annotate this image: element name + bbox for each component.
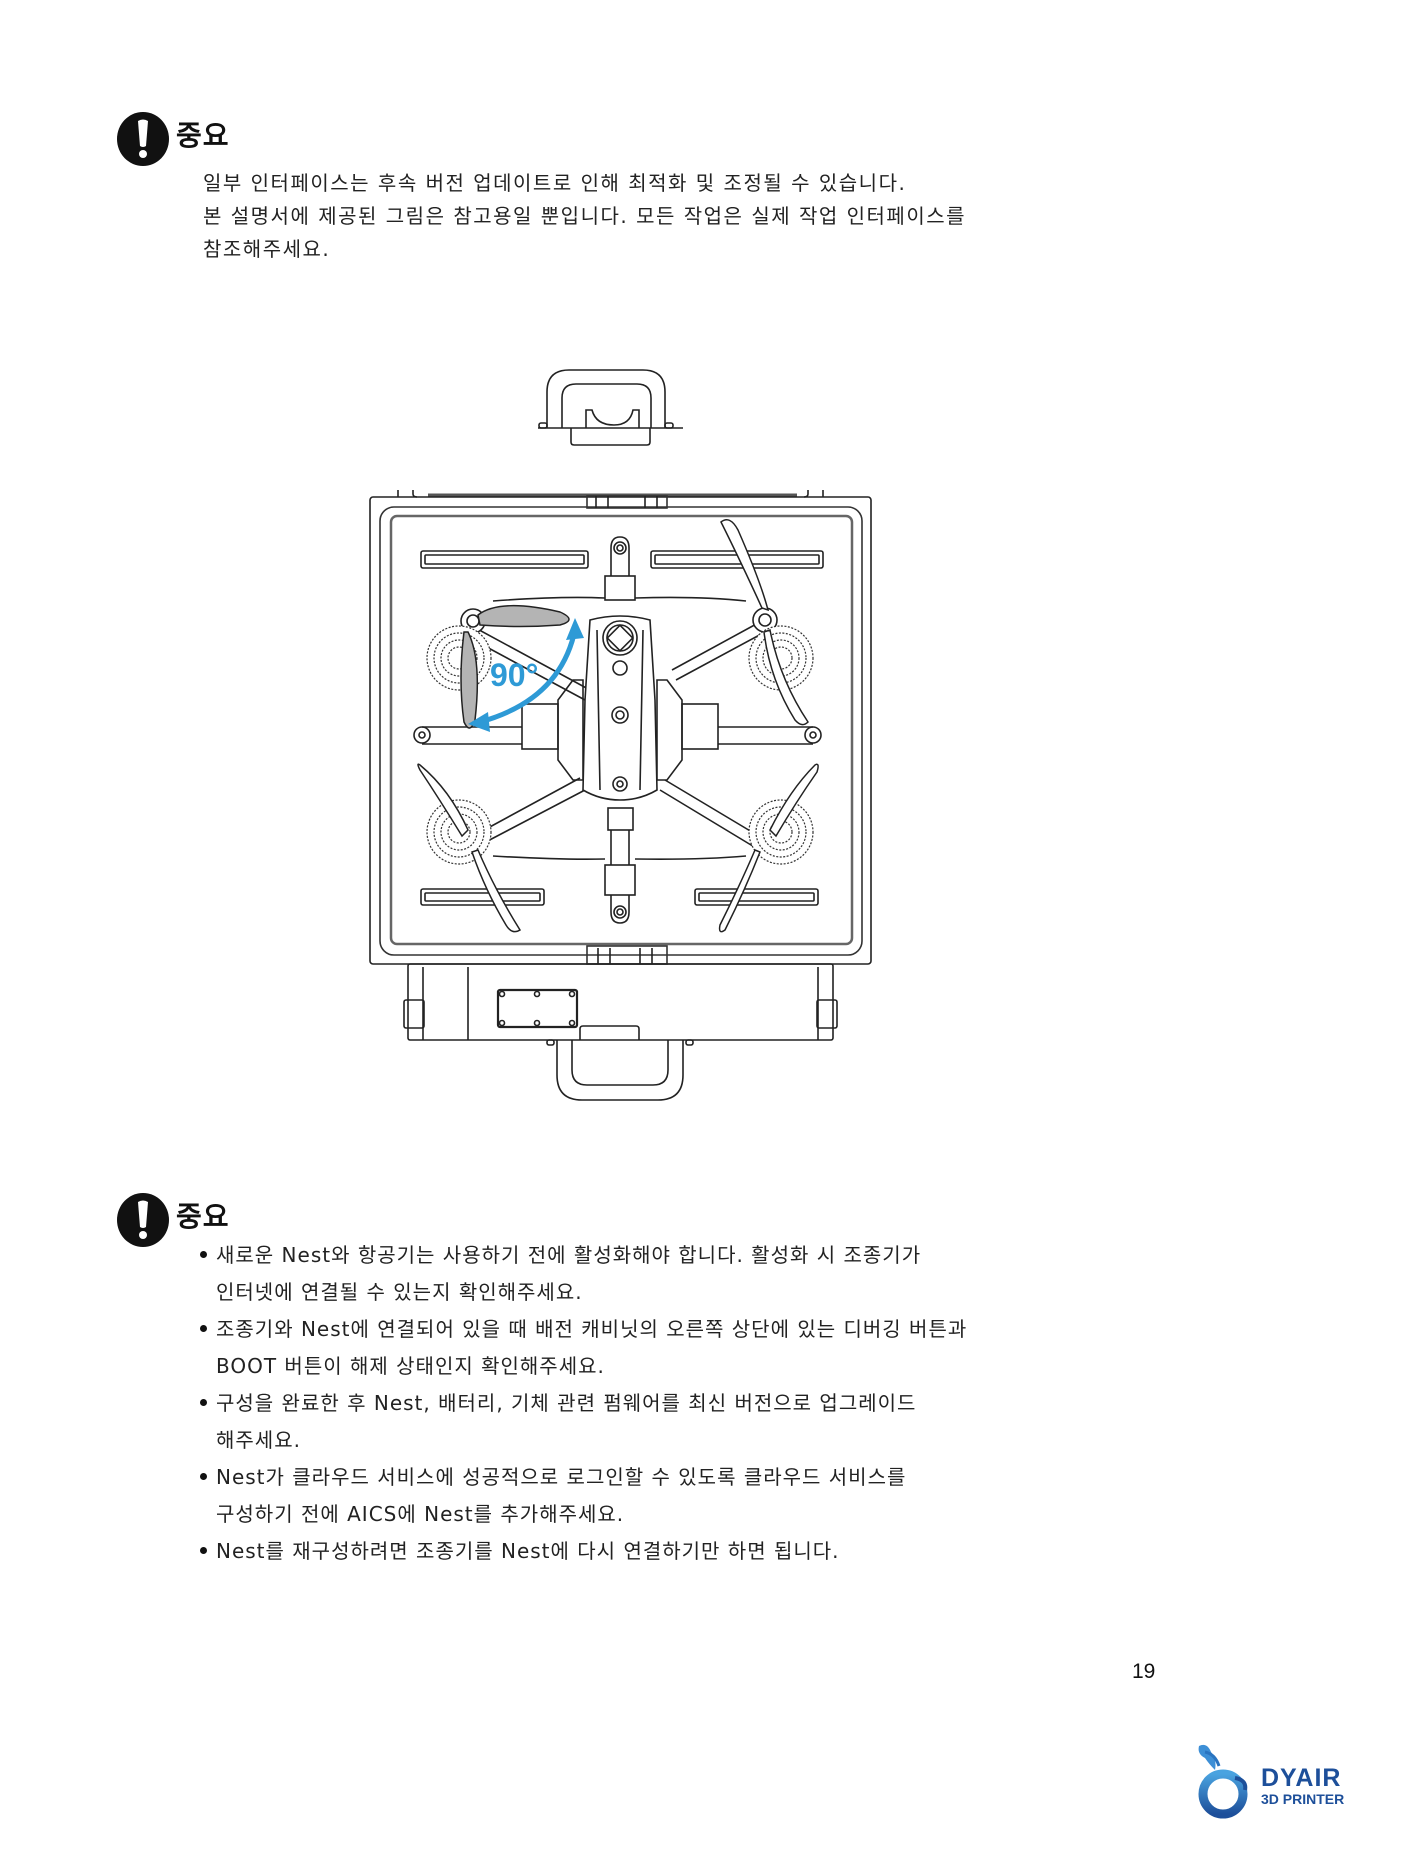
- bullet-line: Nest가 클라우드 서비스에 성공적으로 로그인할 수 있도록 클라우드 서비…: [216, 1465, 907, 1489]
- notice-line: 본 설명서에 제공된 그림은 참고용일 뿐입니다. 모든 작업은 실제 작업 인…: [203, 204, 967, 228]
- page-number: 19: [1132, 1660, 1156, 1683]
- logo-text-secondary: 3D PRINTER: [1261, 1791, 1345, 1807]
- top-handle: [538, 369, 683, 446]
- bullet-line: 새로운 Nest와 항공기는 사용하기 전에 활성화해야 합니다. 활성화 시 …: [216, 1243, 922, 1267]
- access-panel: [496, 988, 579, 1029]
- notice-title: 중요: [176, 119, 230, 152]
- logo-text-primary: DYAIR: [1261, 1764, 1342, 1792]
- bullet-icon: [200, 1473, 207, 1480]
- bullet-item: 새로운 Nest와 항공기는 사용하기 전에 활성화해야 합니다. 활성화 시 …: [198, 1237, 967, 1311]
- notice-line: 일부 인터페이스는 후속 버전 업데이트로 인해 최적화 및 조정될 수 있습니…: [203, 171, 907, 195]
- bullet-line: 구성하기 전에 AICS에 Nest를 추가해주세요.: [216, 1502, 625, 1526]
- bullet-icon: [200, 1325, 207, 1332]
- bullet-item: Nest가 클라우드 서비스에 성공적으로 로그인할 수 있도록 클라우드 서비…: [198, 1459, 967, 1533]
- bullet-icon: [200, 1547, 207, 1554]
- notice-line: 참조해주세요.: [203, 237, 331, 261]
- bullet-line: 해주세요.: [216, 1428, 301, 1452]
- cabinet-drawer: [407, 963, 834, 1041]
- notice-paragraph: 일부 인터페이스는 후속 버전 업데이트로 인해 최적화 및 조정될 수 있습니…: [203, 167, 966, 266]
- bullet-item: 조종기와 Nest에 연결되어 있을 때 배전 캐비닛의 오른쪽 상단에 있는 …: [198, 1311, 967, 1385]
- exclamation-circle-icon: [117, 112, 169, 166]
- angle-label: 90°: [490, 657, 538, 693]
- exclamation-circle-icon: [117, 1193, 169, 1247]
- bullet-line: 구성을 완료한 후 Nest, 배터리, 기체 관련 펌웨어를 최신 버전으로 …: [216, 1391, 917, 1415]
- brand-logo: DYAIR 3D PRINTER: [1185, 1740, 1355, 1820]
- notice-title: 중요: [176, 1200, 230, 1233]
- bullet-icon: [200, 1251, 207, 1258]
- bullet-line: 조종기와 Nest에 연결되어 있을 때 배전 캐비닛의 오른쪽 상단에 있는 …: [216, 1317, 968, 1341]
- dragon-ring-icon: [1198, 1744, 1248, 1819]
- bullet-line: Nest를 재구성하려면 조종기를 Nest에 다시 연결하기만 하면 됩니다.: [216, 1539, 840, 1563]
- notice-bullet-list: 새로운 Nest와 항공기는 사용하기 전에 활성화해야 합니다. 활성화 시 …: [198, 1237, 967, 1570]
- drone-in-nest-diagram: 90°: [369, 369, 872, 1101]
- bullet-line: BOOT 버튼이 해제 상태인지 확인해주세요.: [216, 1354, 605, 1378]
- bullet-icon: [200, 1399, 207, 1406]
- bullet-line: 인터넷에 연결될 수 있는지 확인해주세요.: [216, 1280, 583, 1304]
- bullet-item: Nest를 재구성하려면 조종기를 Nest에 다시 연결하기만 하면 됩니다.: [198, 1533, 967, 1570]
- bullet-item: 구성을 완료한 후 Nest, 배터리, 기체 관련 펌웨어를 최신 버전으로 …: [198, 1385, 967, 1459]
